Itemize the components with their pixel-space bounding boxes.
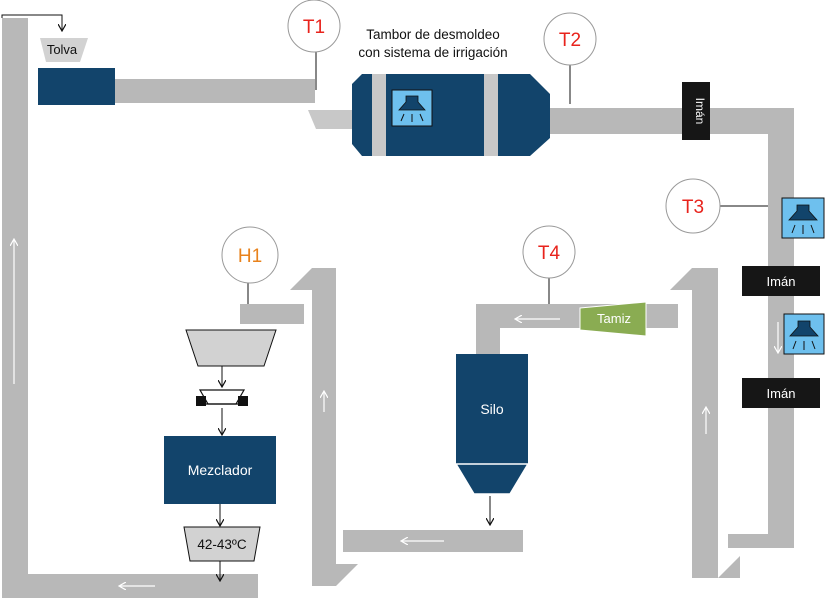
iman-low-label: Imán <box>767 386 796 401</box>
sensor-h1-label: H1 <box>238 246 262 267</box>
sprinkler-icon <box>391 89 433 127</box>
tamiz-label: Tamiz <box>597 311 631 326</box>
tambor-label-line1: Tambor de desmoldeo <box>366 27 500 42</box>
sprinkler-icon <box>783 313 825 355</box>
drum-inlet-chute <box>308 110 352 129</box>
conveyor-return-right <box>670 268 740 578</box>
silo: Silo <box>454 354 530 524</box>
silo-label: Silo <box>480 401 504 417</box>
temperature-hopper: 42-43ºC <box>183 526 261 562</box>
tolva-label: Tolva <box>47 42 78 57</box>
arrow-icon <box>1 14 62 30</box>
sensor-t3: T3 <box>665 178 768 234</box>
sensor-t4: T4 <box>522 225 576 304</box>
sprinkler-icon <box>781 197 825 239</box>
conveyor-h1-segment <box>240 304 304 324</box>
flow-arrows <box>14 240 706 586</box>
sensor-t4-label: T4 <box>538 243 561 264</box>
sensor-t1: T1 <box>287 0 341 90</box>
tambor-de-desmoldeo: Tambor de desmoldeo con sistema de irrig… <box>352 27 550 156</box>
sensor-t3-label: T3 <box>682 197 704 218</box>
tamiz: Tamiz <box>579 301 647 337</box>
iman-mid-label: Imán <box>767 274 796 289</box>
iman-low: Imán <box>742 378 820 408</box>
sensor-t2: T2 <box>543 12 597 104</box>
conveyor-tamiz-to-silo <box>476 304 678 356</box>
sensor-h1: H1 <box>221 226 279 304</box>
tolva-base <box>38 68 115 105</box>
sensor-t1-label: T1 <box>303 17 325 38</box>
iman-mid: Imán <box>742 266 820 296</box>
mezclador-label: Mezclador <box>188 462 253 478</box>
temperature-label: 42-43ºC <box>197 537 246 552</box>
conveyor-tolva-to-drum <box>115 79 315 103</box>
iman-top-label: Imán <box>693 98 707 125</box>
iman-top: Imán <box>682 82 710 140</box>
dosing-valve-icon <box>196 389 248 406</box>
tolva: Tolva <box>1 14 115 105</box>
mezclador: Mezclador <box>164 436 276 504</box>
tambor-label-line2: con sistema de irrigación <box>358 45 507 60</box>
conveyor-middle-vertical <box>290 268 358 586</box>
sensor-t2-label: T2 <box>559 30 581 51</box>
hopper-icon <box>185 329 277 367</box>
